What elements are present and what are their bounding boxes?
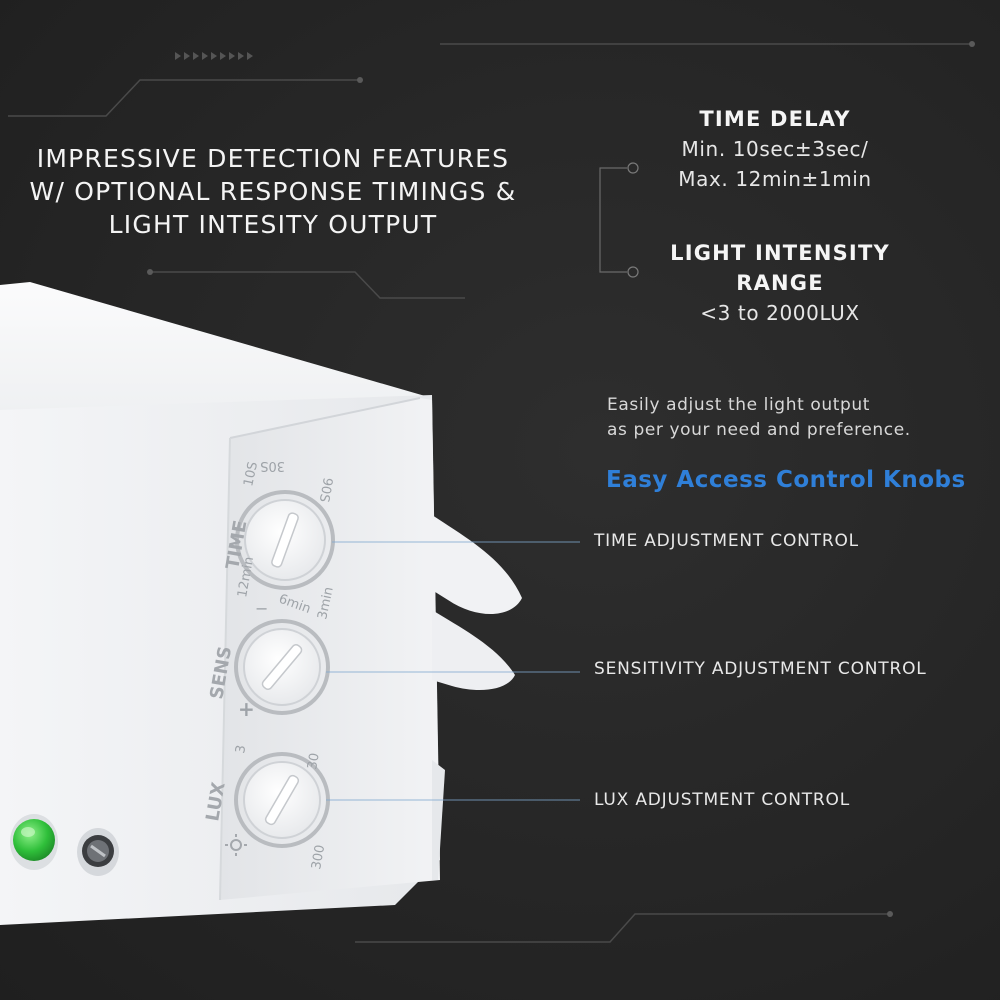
accent-heading: Easy Access Control Knobs	[606, 467, 966, 493]
time-scale-30s: 30S	[260, 458, 285, 473]
lux-scale-300: 300	[309, 844, 328, 871]
light-intensity-spec: LIGHT INTENSITY RANGE <3 to 2000LUX	[645, 238, 915, 328]
sens-scale-minus: −	[255, 599, 268, 618]
sun-icon	[225, 834, 247, 856]
light-intensity-title-1: LIGHT INTENSITY	[670, 241, 890, 265]
light-intensity-title-2: RANGE	[736, 271, 824, 295]
led-icon	[10, 814, 58, 870]
description: Easily adjust the light output as per yo…	[607, 393, 911, 443]
time-delay-title: TIME DELAY	[699, 107, 851, 131]
time-scale-3min: 3min	[315, 586, 336, 621]
lux-callout: LUX ADJUSTMENT CONTROL	[594, 790, 850, 810]
time-scale-10s: 10S	[241, 460, 261, 487]
time-knob	[235, 490, 335, 590]
headline-line-2: W/ OPTIONAL RESPONSE TIMINGS &	[29, 177, 517, 206]
time-scale-12min: 12min	[235, 556, 257, 599]
sens-scale-plus: +	[238, 697, 255, 721]
sensitivity-callout: SENSITIVITY ADJUSTMENT CONTROL	[594, 659, 927, 679]
lux-knob	[234, 752, 330, 848]
headline-line-3: LIGHT INTESITY OUTPUT	[108, 210, 438, 239]
description-line-1: Easily adjust the light output	[607, 395, 871, 415]
photo-sensor-icon	[77, 828, 119, 876]
time-delay-spec: TIME DELAY Min. 10sec±3sec/ Max. 12min±1…	[640, 104, 910, 194]
headline: IMPRESSIVE DETECTION FEATURES W/ OPTIONA…	[18, 142, 528, 241]
time-delay-max: Max. 12min±1min	[678, 167, 872, 191]
description-line-2: as per your need and preference.	[607, 420, 911, 440]
time-scale-90s: 90S	[316, 476, 335, 503]
time-callout: TIME ADJUSTMENT CONTROL	[594, 531, 859, 551]
lux-scale-30: 30	[305, 752, 323, 771]
light-intensity-value: <3 to 2000LUX	[700, 301, 860, 325]
lux-scale-3: 3	[233, 744, 249, 755]
sens-knob	[234, 619, 330, 715]
time-delay-min: Min. 10sec±3sec/	[681, 137, 869, 161]
headline-line-1: IMPRESSIVE DETECTION FEATURES	[36, 144, 510, 173]
